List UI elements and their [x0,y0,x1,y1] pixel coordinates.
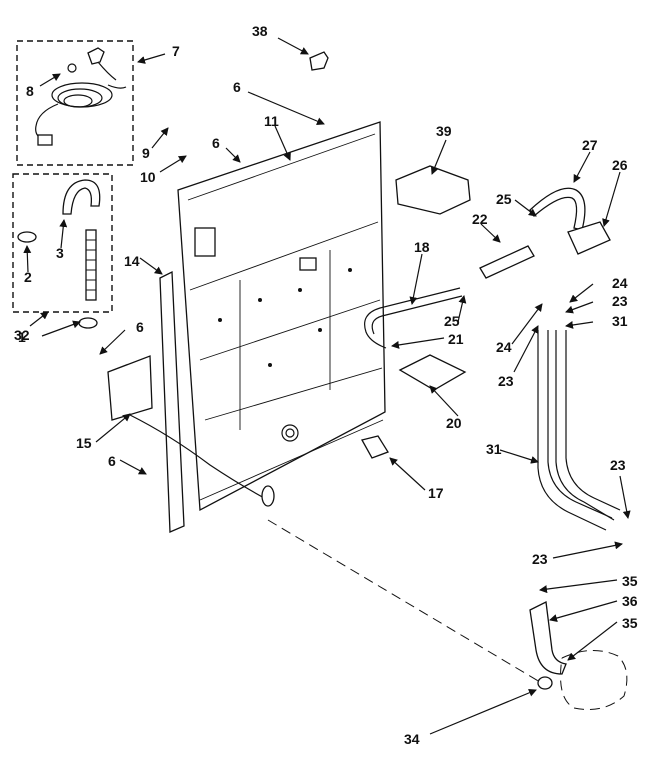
callout-38: 38 [252,23,268,39]
drain-hose-coil [129,414,269,501]
callout-24: 24 [496,339,512,355]
callout-14: 14 [124,253,140,269]
callout-18: 18 [414,239,430,255]
inlet-valve-part-26 [567,221,611,255]
callout-23: 23 [498,373,514,389]
leader-lines [23,37,631,735]
callout-6: 6 [233,79,241,95]
callout-labels: 38 7 8 6 11 39 9 6 10 27 26 25 22 18 3 1… [14,23,638,747]
callout-22: 22 [472,211,488,227]
callout-26: 26 [612,157,628,173]
callout-6: 6 [136,319,144,335]
power-cord-group [16,40,134,166]
valve-part-20 [398,354,467,391]
callout-25: 25 [444,313,460,329]
callout-23: 23 [532,551,548,567]
callout-23: 23 [610,457,626,473]
callout-27: 27 [582,137,598,153]
tub-outline [560,650,628,710]
callout-24: 24 [612,275,628,291]
callout-23: 23 [612,293,628,309]
callout-9: 9 [142,145,150,161]
callout-1: 1 [18,329,26,345]
callout-31: 31 [612,313,628,329]
callout-21: 21 [448,331,464,347]
callout-10: 10 [140,169,156,185]
callout-35: 35 [622,573,638,589]
callout-3: 3 [56,245,64,261]
callout-6: 6 [212,135,220,151]
side-rail-part-14 [159,270,185,533]
clip-part-38 [309,51,329,71]
callout-8: 8 [26,83,34,99]
callout-36: 36 [622,593,638,609]
callout-32: 32 [14,327,30,343]
callout-39: 39 [436,123,452,139]
hose-part-27 [529,187,586,231]
hose-part-36 [529,601,567,675]
pump-bracket-part-15 [107,355,153,421]
drain-hose-group [12,173,113,329]
callout-15: 15 [76,435,92,451]
callout-7: 7 [172,43,180,59]
callout-35: 35 [622,615,638,631]
connector-part-22 [479,245,535,279]
cover-part-17 [361,435,389,459]
callout-11: 11 [264,113,279,129]
callout-25: 25 [496,191,512,207]
inlet-hoses-part-31 [537,330,621,531]
callout-31: 31 [486,441,502,457]
callout-17: 17 [428,485,444,501]
callout-2: 2 [24,269,32,285]
bracket-part-39 [395,165,471,215]
fill-hose-part-18 [364,287,461,349]
callout-20: 20 [446,415,462,431]
rear-panel [177,121,386,512]
callout-6: 6 [108,453,116,469]
callout-34: 34 [404,731,420,747]
